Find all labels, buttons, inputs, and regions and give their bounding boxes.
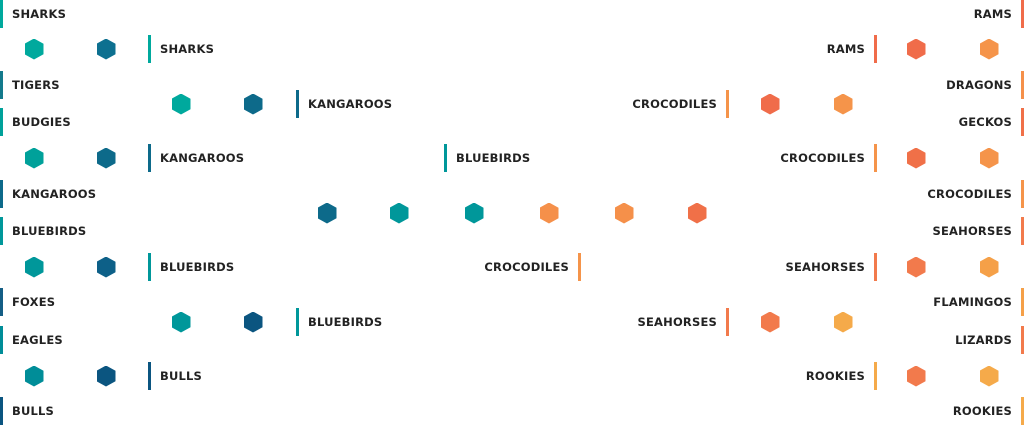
hexagon-icon bbox=[906, 365, 926, 387]
hexagon-icon bbox=[979, 38, 999, 60]
team-label-flamingos: FLAMINGOS bbox=[933, 288, 1024, 316]
hexagon-icon bbox=[614, 202, 634, 224]
team-label-foxes: FOXES bbox=[0, 288, 55, 316]
hexagon-icon bbox=[96, 256, 116, 278]
team-label-eagles: EAGLES bbox=[0, 326, 63, 354]
team-label-lizards: LIZARDS bbox=[955, 326, 1024, 354]
team-label-crocodiles: CROCODILES bbox=[484, 253, 581, 281]
team-label-bulls: BULLS bbox=[0, 397, 54, 425]
team-label-crocodiles: CROCODILES bbox=[927, 180, 1024, 208]
team-label-dragons: DRAGONS bbox=[946, 71, 1024, 99]
hexagon-icon bbox=[171, 93, 191, 115]
team-label-rams: RAMS bbox=[827, 35, 877, 63]
hexagon-icon bbox=[96, 38, 116, 60]
team-label-bluebirds: BLUEBIRDS bbox=[0, 217, 86, 245]
hexagon-icon bbox=[979, 147, 999, 169]
team-label-sharks: SHARKS bbox=[0, 0, 66, 28]
hexagon-icon bbox=[24, 256, 44, 278]
team-label-tigers: TIGERS bbox=[0, 71, 60, 99]
hexagon-icon bbox=[243, 311, 263, 333]
team-label-bluebirds: BLUEBIRDS bbox=[296, 308, 382, 336]
hexagon-icon bbox=[24, 147, 44, 169]
team-label-geckos: GECKOS bbox=[959, 108, 1024, 136]
hexagon-icon bbox=[833, 93, 853, 115]
hexagon-icon bbox=[979, 256, 999, 278]
hexagon-icon bbox=[24, 365, 44, 387]
team-label-bulls: BULLS bbox=[148, 362, 202, 390]
hexagon-icon bbox=[539, 202, 559, 224]
hexagon-icon bbox=[171, 311, 191, 333]
team-label-kangaroos: KANGAROOS bbox=[0, 180, 96, 208]
team-label-budgies: BUDGIES bbox=[0, 108, 71, 136]
hexagon-icon bbox=[317, 202, 337, 224]
hexagon-icon bbox=[464, 202, 484, 224]
hexagon-icon bbox=[760, 311, 780, 333]
hexagon-icon bbox=[24, 38, 44, 60]
hexagon-icon bbox=[906, 256, 926, 278]
team-label-crocodiles: CROCODILES bbox=[632, 90, 729, 118]
hexagon-icon bbox=[96, 365, 116, 387]
hexagon-icon bbox=[96, 147, 116, 169]
hexagon-icon bbox=[389, 202, 409, 224]
team-label-bluebirds: BLUEBIRDS bbox=[444, 144, 530, 172]
team-label-seahorses: SEAHORSES bbox=[932, 217, 1024, 245]
hexagon-icon bbox=[833, 311, 853, 333]
team-label-kangaroos: KANGAROOS bbox=[296, 90, 392, 118]
hexagon-icon bbox=[906, 147, 926, 169]
hexagon-icon bbox=[979, 365, 999, 387]
hexagon-icon bbox=[687, 202, 707, 224]
team-label-rookies: ROOKIES bbox=[953, 397, 1024, 425]
team-label-bluebirds: BLUEBIRDS bbox=[148, 253, 234, 281]
hexagon-icon bbox=[760, 93, 780, 115]
team-label-crocodiles: CROCODILES bbox=[780, 144, 877, 172]
team-label-rams: RAMS bbox=[974, 0, 1024, 28]
team-label-seahorses: SEAHORSES bbox=[785, 253, 877, 281]
hexagon-icon bbox=[906, 38, 926, 60]
team-label-seahorses: SEAHORSES bbox=[637, 308, 729, 336]
team-label-rookies: ROOKIES bbox=[806, 362, 877, 390]
team-label-sharks: SHARKS bbox=[148, 35, 214, 63]
team-label-kangaroos: KANGAROOS bbox=[148, 144, 244, 172]
hexagon-icon bbox=[243, 93, 263, 115]
